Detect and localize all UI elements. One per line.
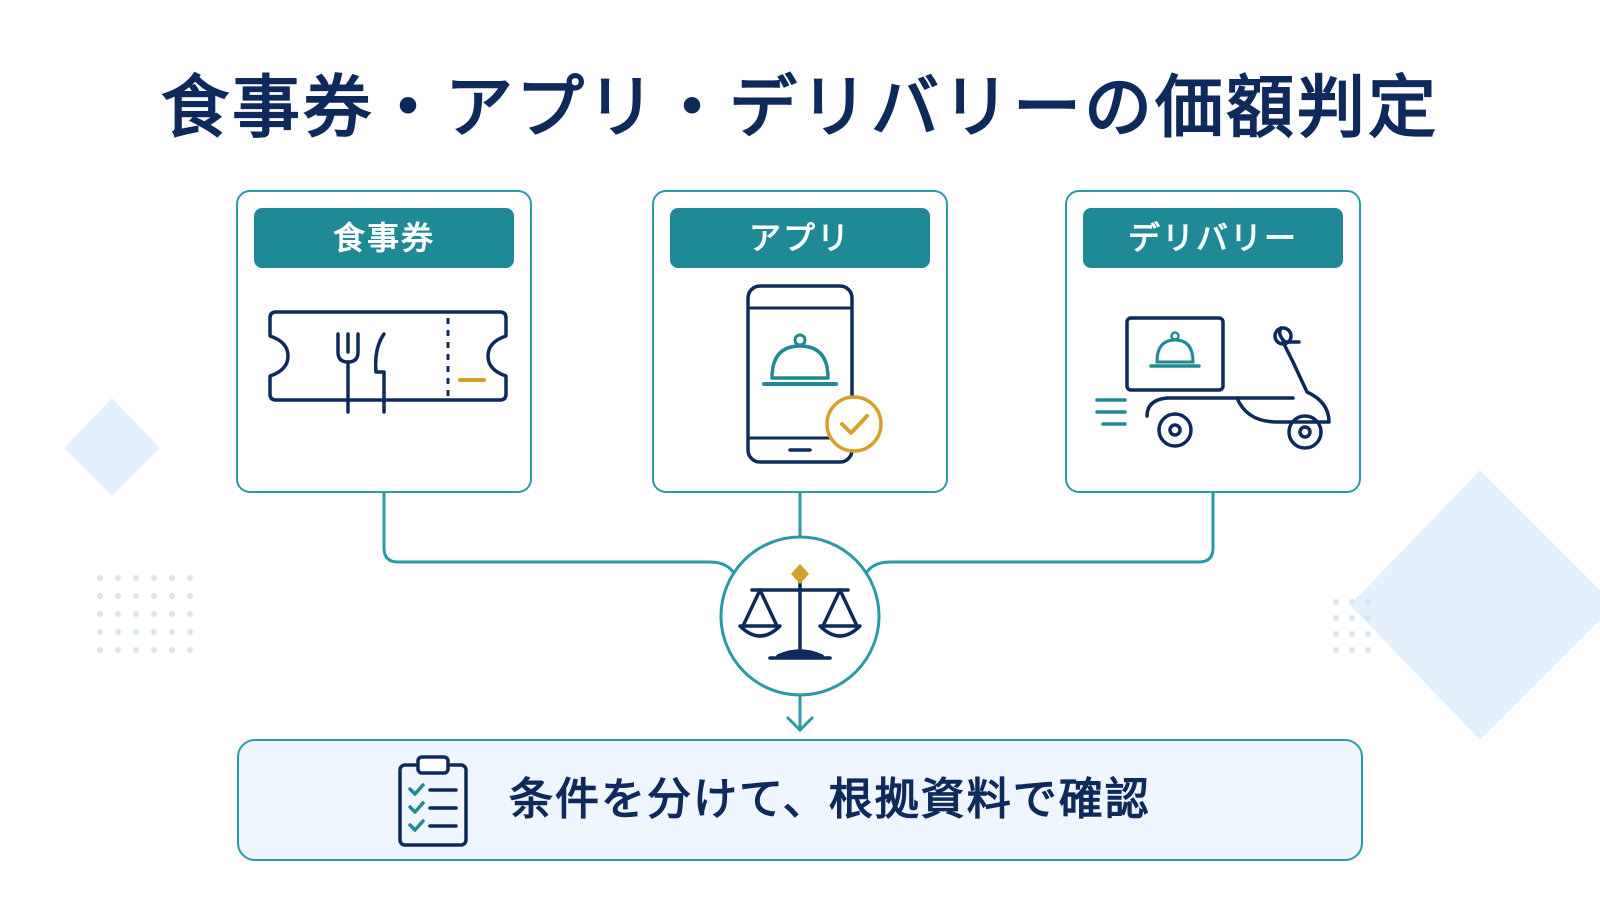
decor-dot: [97, 629, 103, 635]
delivery-scooter-icon: [1095, 316, 1331, 450]
card-delivery: デリバリー: [1065, 190, 1361, 493]
decor-dot: [1365, 647, 1371, 653]
decor-dot: [115, 593, 121, 599]
food-cloche-icon: [762, 333, 838, 386]
decor-dot: [1333, 615, 1339, 621]
decor-dot: [1333, 631, 1339, 637]
balance-scale-icon: [738, 578, 862, 660]
decor-diamond-right: [1350, 470, 1600, 740]
decor-dots-right: [1333, 599, 1371, 653]
arrow-head-icon: [786, 716, 814, 733]
check-circle-icon: [825, 395, 883, 453]
page-title: 食事券・アプリ・デリバリーの価額判定: [160, 69, 1439, 148]
decor-dot: [97, 647, 103, 653]
connector-right: [863, 491, 1215, 577]
decor-dot: [97, 593, 103, 599]
decor-dot: [169, 629, 175, 635]
conclusion-text: 条件を分けて、根拠資料で確認: [509, 774, 1151, 825]
decor-dot: [169, 575, 175, 581]
decor-dot: [115, 575, 121, 581]
decor-dot: [1349, 631, 1355, 637]
decor-dot: [115, 611, 121, 617]
decor-dot: [1333, 647, 1339, 653]
decor-dot: [133, 593, 139, 599]
decor-dot: [133, 647, 139, 653]
connector-left: [382, 491, 737, 577]
clipboard-checklist-icon: [398, 755, 468, 847]
decor-dot: [169, 611, 175, 617]
decor-dot: [133, 611, 139, 617]
decor-dot: [1349, 615, 1355, 621]
decor-dot: [187, 611, 193, 617]
decor-dot: [151, 593, 157, 599]
decor-dot: [133, 629, 139, 635]
decor-dot: [151, 575, 157, 581]
decor-dot: [1365, 615, 1371, 621]
decor-dot: [169, 647, 175, 653]
decor-dot: [187, 647, 193, 653]
decor-dot: [151, 647, 157, 653]
decor-diamond-left: [64, 398, 160, 496]
food-cloche-icon: [1149, 331, 1201, 368]
decor-dot: [1365, 599, 1371, 605]
decor-dot: [151, 611, 157, 617]
meal-ticket-icon: [268, 310, 508, 414]
card-meal-ticket: 食事券: [236, 190, 532, 493]
card-label-meal-ticket: 食事券: [254, 208, 514, 268]
card-label-app: アプリ: [670, 208, 930, 268]
decor-dot: [115, 647, 121, 653]
decor-dots-left: [97, 575, 193, 653]
card-label-delivery: デリバリー: [1083, 208, 1343, 268]
decor-dot: [187, 629, 193, 635]
decor-dot: [1333, 599, 1339, 605]
decor-dot: [169, 593, 175, 599]
decor-dot: [1349, 599, 1355, 605]
conclusion-box: 条件を分けて、根拠資料で確認: [237, 739, 1363, 861]
decor-dot: [115, 629, 121, 635]
decor-dot: [97, 611, 103, 617]
card-app: アプリ: [652, 190, 948, 493]
decor-dot: [1349, 647, 1355, 653]
decor-dot: [133, 575, 139, 581]
scale-top-diamond: [791, 564, 809, 584]
smartphone-food-app-icon: [746, 284, 883, 464]
decor-dot: [97, 575, 103, 581]
decor-dot: [187, 575, 193, 581]
decor-dot: [1365, 631, 1371, 637]
decor-dot: [187, 593, 193, 599]
decor-dot: [151, 629, 157, 635]
